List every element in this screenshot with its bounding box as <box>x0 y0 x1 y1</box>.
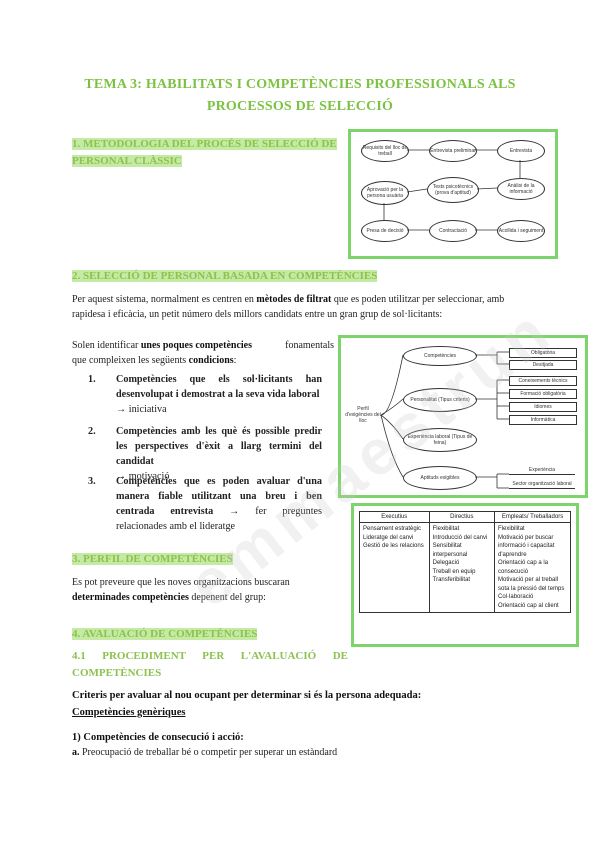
table-header: Empleats/ Treballadors <box>494 511 571 523</box>
diagram-node: Entrevista preliminar <box>429 140 477 162</box>
diagram-root: Perfil d'exigències del lloc <box>345 406 381 424</box>
diagram-node: Aprovació per la persona usuària <box>361 181 409 205</box>
table-cell: Orientació cap al client <box>498 602 559 609</box>
diagram-branch: Competències <box>403 346 477 366</box>
table-cell: Transferibilitat <box>432 577 471 583</box>
diagram-node: Presa de decisió <box>361 220 409 242</box>
diagram-leaf: Experiència <box>509 466 575 475</box>
table-cell: Pensament estratègic <box>363 526 422 532</box>
section-heading-4: 4. AVALUACIÓ DE COMPETÈNCIES <box>72 628 258 640</box>
diagram-node: Requisits del lloc de treball <box>361 140 409 162</box>
diagram-connectors <box>383 149 521 231</box>
table-cell: Col·laboració <box>498 594 534 600</box>
table-cell: Treball en equip <box>432 568 476 575</box>
diagram-leaf: Obligatòria <box>509 348 577 358</box>
page-title: TEMA 3: HABILITATS I COMPETÈNCIES PROFES… <box>84 77 516 114</box>
diagram-leaf: Coneixements tècnics <box>509 376 577 386</box>
table-cell: Flexibilitat <box>432 526 460 532</box>
list-item: 1. Competències que els sol·licitants ha… <box>88 374 322 415</box>
table-cell: Motivació per al treball sota la pressió… <box>498 577 565 592</box>
list-item: 2. Competències amb les què és possible … <box>88 426 322 482</box>
criteria-heading: Criteris per avaluar al nou ocupant per … <box>72 690 422 701</box>
diagram-branch: Aptituds exigibles <box>403 466 477 490</box>
profile-paragraph: Es pot preveure que les noves organitzac… <box>72 577 290 603</box>
intro-paragraph: Per aquest sistema, normalment es centre… <box>72 294 505 320</box>
criteria-item-1a: a. Preocupació de treballar bé o competi… <box>72 747 338 758</box>
criteria-item-1: 1) Competències de consecució i acció: <box>72 732 244 743</box>
diagram-connectors <box>380 351 509 489</box>
competency-profile-diagram: Perfil d'exigències del lloc Competèncie… <box>338 335 588 498</box>
section-heading-3: 3. PERFIL DE COMPETÈNCIES <box>72 553 233 565</box>
diagram-node: Anàlisi de la informació <box>497 178 545 200</box>
diagram-leaf: Idiomes <box>509 402 577 412</box>
table-cell: Lideratge del canvi <box>363 534 414 541</box>
table-cell: Sensibilitat interpersonal <box>432 543 468 558</box>
table-cell: Delegació <box>432 560 460 566</box>
section-heading-1: 1. METODOLOGIA DEL PROCÉS DE SELECCIÓ DE… <box>72 138 337 167</box>
criteria-subheading: Competències genèriques <box>72 707 186 718</box>
section-heading-2: 2. SELECCIÓ DE PERSONAL BASADA EN COMPET… <box>72 270 378 282</box>
diagram-branch: Experiència laboral (Tipus de feina) <box>403 428 477 452</box>
diagram-node: Contractació <box>429 220 477 242</box>
diagram-leaf: Desitjada <box>509 360 577 370</box>
table-header: Executius <box>359 511 430 523</box>
table-cell: Gestió de les relacions <box>363 543 424 549</box>
table-header: Directius <box>428 511 496 523</box>
section-heading-4-1: 4.1 PROCEDIMENT PER L'AVALUACIÓ DE COMPE… <box>72 650 348 679</box>
competencies-table-box: Executius Directius Empleats/ Treballado… <box>351 503 579 647</box>
table-cell: Flexibilitat <box>498 526 525 532</box>
diagram-leaf: Formació obligatòria <box>509 389 577 399</box>
diagram-leaf: Sector organització laboral <box>509 480 575 489</box>
selection-process-diagram: Requisits del lloc de treball Entrevista… <box>348 129 558 259</box>
diagram-leaf: Informàtica <box>509 415 577 425</box>
diagram-branch: Personalitat (Tipus criteris) <box>403 388 477 412</box>
conditions-paragraph: Solen identificar unes poques competènci… <box>72 340 334 366</box>
competencies-table: Executius Directius Empleats/ Treballado… <box>359 511 571 613</box>
diagram-node: Tests psicotècnics (prova d'aptitud) <box>427 177 479 203</box>
diagram-node: Acollida i seguiment <box>497 220 545 242</box>
table-cell: Introducció del canvi <box>432 534 488 541</box>
table-cell: Orientació cap a la consecució <box>498 560 549 575</box>
table-cell: Motivació per buscar informació i capaci… <box>498 534 555 558</box>
diagram-node: Entrevista <box>497 140 545 162</box>
list-item: 3. Competències que es poden avaluar d'u… <box>88 476 323 532</box>
conditions-list: 1. Competències que els sol·licitants ha… <box>88 372 338 542</box>
